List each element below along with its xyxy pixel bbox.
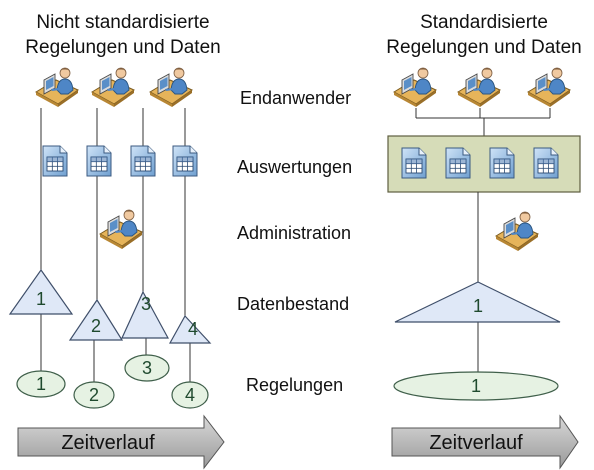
left-rule-number-2: 2	[89, 385, 99, 405]
left-data-triangle-2	[68, 298, 124, 341]
timeline-label-right: Zeitverlauf	[429, 432, 523, 454]
right-user-icon-3	[527, 67, 571, 108]
right-rule-number: 1	[471, 376, 481, 396]
left-data-number-1: 1	[36, 289, 46, 309]
left-user-icon-1	[35, 67, 79, 108]
left-connector-lines	[40, 108, 191, 382]
left-report-icon-1	[42, 145, 68, 177]
right-user-icon-2	[457, 67, 501, 108]
label-datenbestand: Datenbestand	[237, 294, 349, 314]
left-data-number-3: 3	[141, 294, 151, 314]
right-rule-ellipse	[393, 371, 559, 401]
left-report-icon-2	[86, 145, 112, 177]
label-endanwender: Endanwender	[240, 88, 351, 108]
timeline-arrow-right	[391, 414, 579, 470]
left-data-number-2: 2	[91, 316, 101, 336]
label-regelungen: Regelungen	[246, 375, 343, 395]
right-report-icon-3	[489, 147, 515, 179]
label-administration: Administration	[237, 223, 351, 243]
right-report-icon-1	[401, 147, 427, 179]
left-user-icon-3	[149, 67, 193, 108]
right-header-line2: Regelungen und Daten	[386, 37, 581, 58]
left-report-icon-4	[172, 145, 198, 177]
right-report-icon-2	[445, 147, 471, 179]
left-header-line1: Nicht standardisierte	[36, 12, 209, 33]
right-admin-user-icon	[495, 211, 539, 252]
left-admin-user-icon	[99, 209, 143, 250]
left-data-triangle-3	[121, 290, 170, 339]
left-rule-ellipse-1	[16, 370, 66, 398]
timeline-label-left: Zeitverlauf	[61, 432, 155, 454]
right-user-connectors	[415, 108, 551, 136]
right-data-number: 1	[473, 296, 483, 316]
timeline-arrow-left	[17, 414, 225, 470]
right-report-icon-4	[533, 147, 559, 179]
left-rule-ellipse-2	[73, 381, 115, 409]
left-data-triangle-4	[168, 314, 212, 344]
left-rule-number-3: 3	[142, 358, 152, 378]
right-user-icon-1	[393, 67, 437, 108]
left-data-triangle-1	[8, 268, 74, 315]
left-report-icon-3	[130, 145, 156, 177]
label-auswertungen: Auswertungen	[237, 157, 352, 177]
left-rule-ellipse-4	[171, 381, 209, 409]
left-rule-number-4: 4	[185, 385, 195, 405]
right-data-triangle	[394, 281, 561, 323]
left-user-icon-2	[91, 67, 135, 108]
left-header-line2: Regelungen und Daten	[25, 37, 220, 58]
left-rule-number-1: 1	[36, 374, 46, 394]
left-data-number-4: 4	[188, 319, 198, 339]
right-header-line1: Standardisierte	[420, 12, 548, 33]
left-rule-ellipse-3	[124, 354, 170, 382]
